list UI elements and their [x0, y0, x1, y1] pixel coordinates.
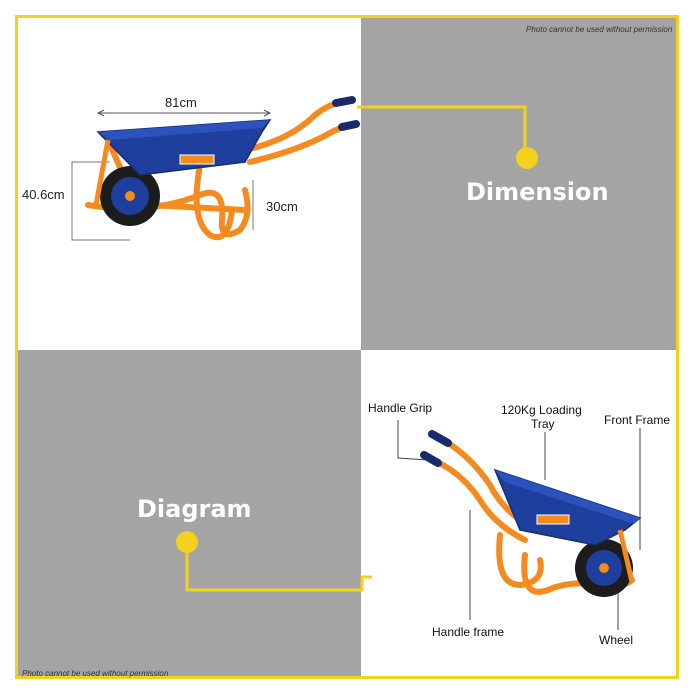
- diagram-title: Diagram: [137, 495, 252, 523]
- tray-label-line1: 120Kg Loading: [501, 403, 582, 417]
- dimension-title: Dimension: [466, 178, 609, 206]
- wheel-height-label: 40.6cm: [22, 187, 65, 202]
- wheel-label: Wheel: [599, 633, 634, 647]
- permission-notice-bottom: Photo cannot be used without permission: [22, 669, 169, 678]
- front-frame-label: Front Frame: [604, 413, 671, 427]
- yellow-frame-border: [15, 15, 679, 679]
- length-label: 81cm: [165, 95, 197, 110]
- permission-notice-top: Photo cannot be used without permission: [526, 25, 673, 34]
- bottom-left-panel: [18, 350, 361, 679]
- tray-label-line2: Tray: [531, 417, 555, 431]
- top-right-panel: [361, 18, 679, 350]
- handle-frame-label: Handle frame: [432, 625, 505, 639]
- handle-grip-label: Handle Grip: [368, 401, 433, 415]
- handle-height-label: 30cm: [266, 199, 298, 214]
